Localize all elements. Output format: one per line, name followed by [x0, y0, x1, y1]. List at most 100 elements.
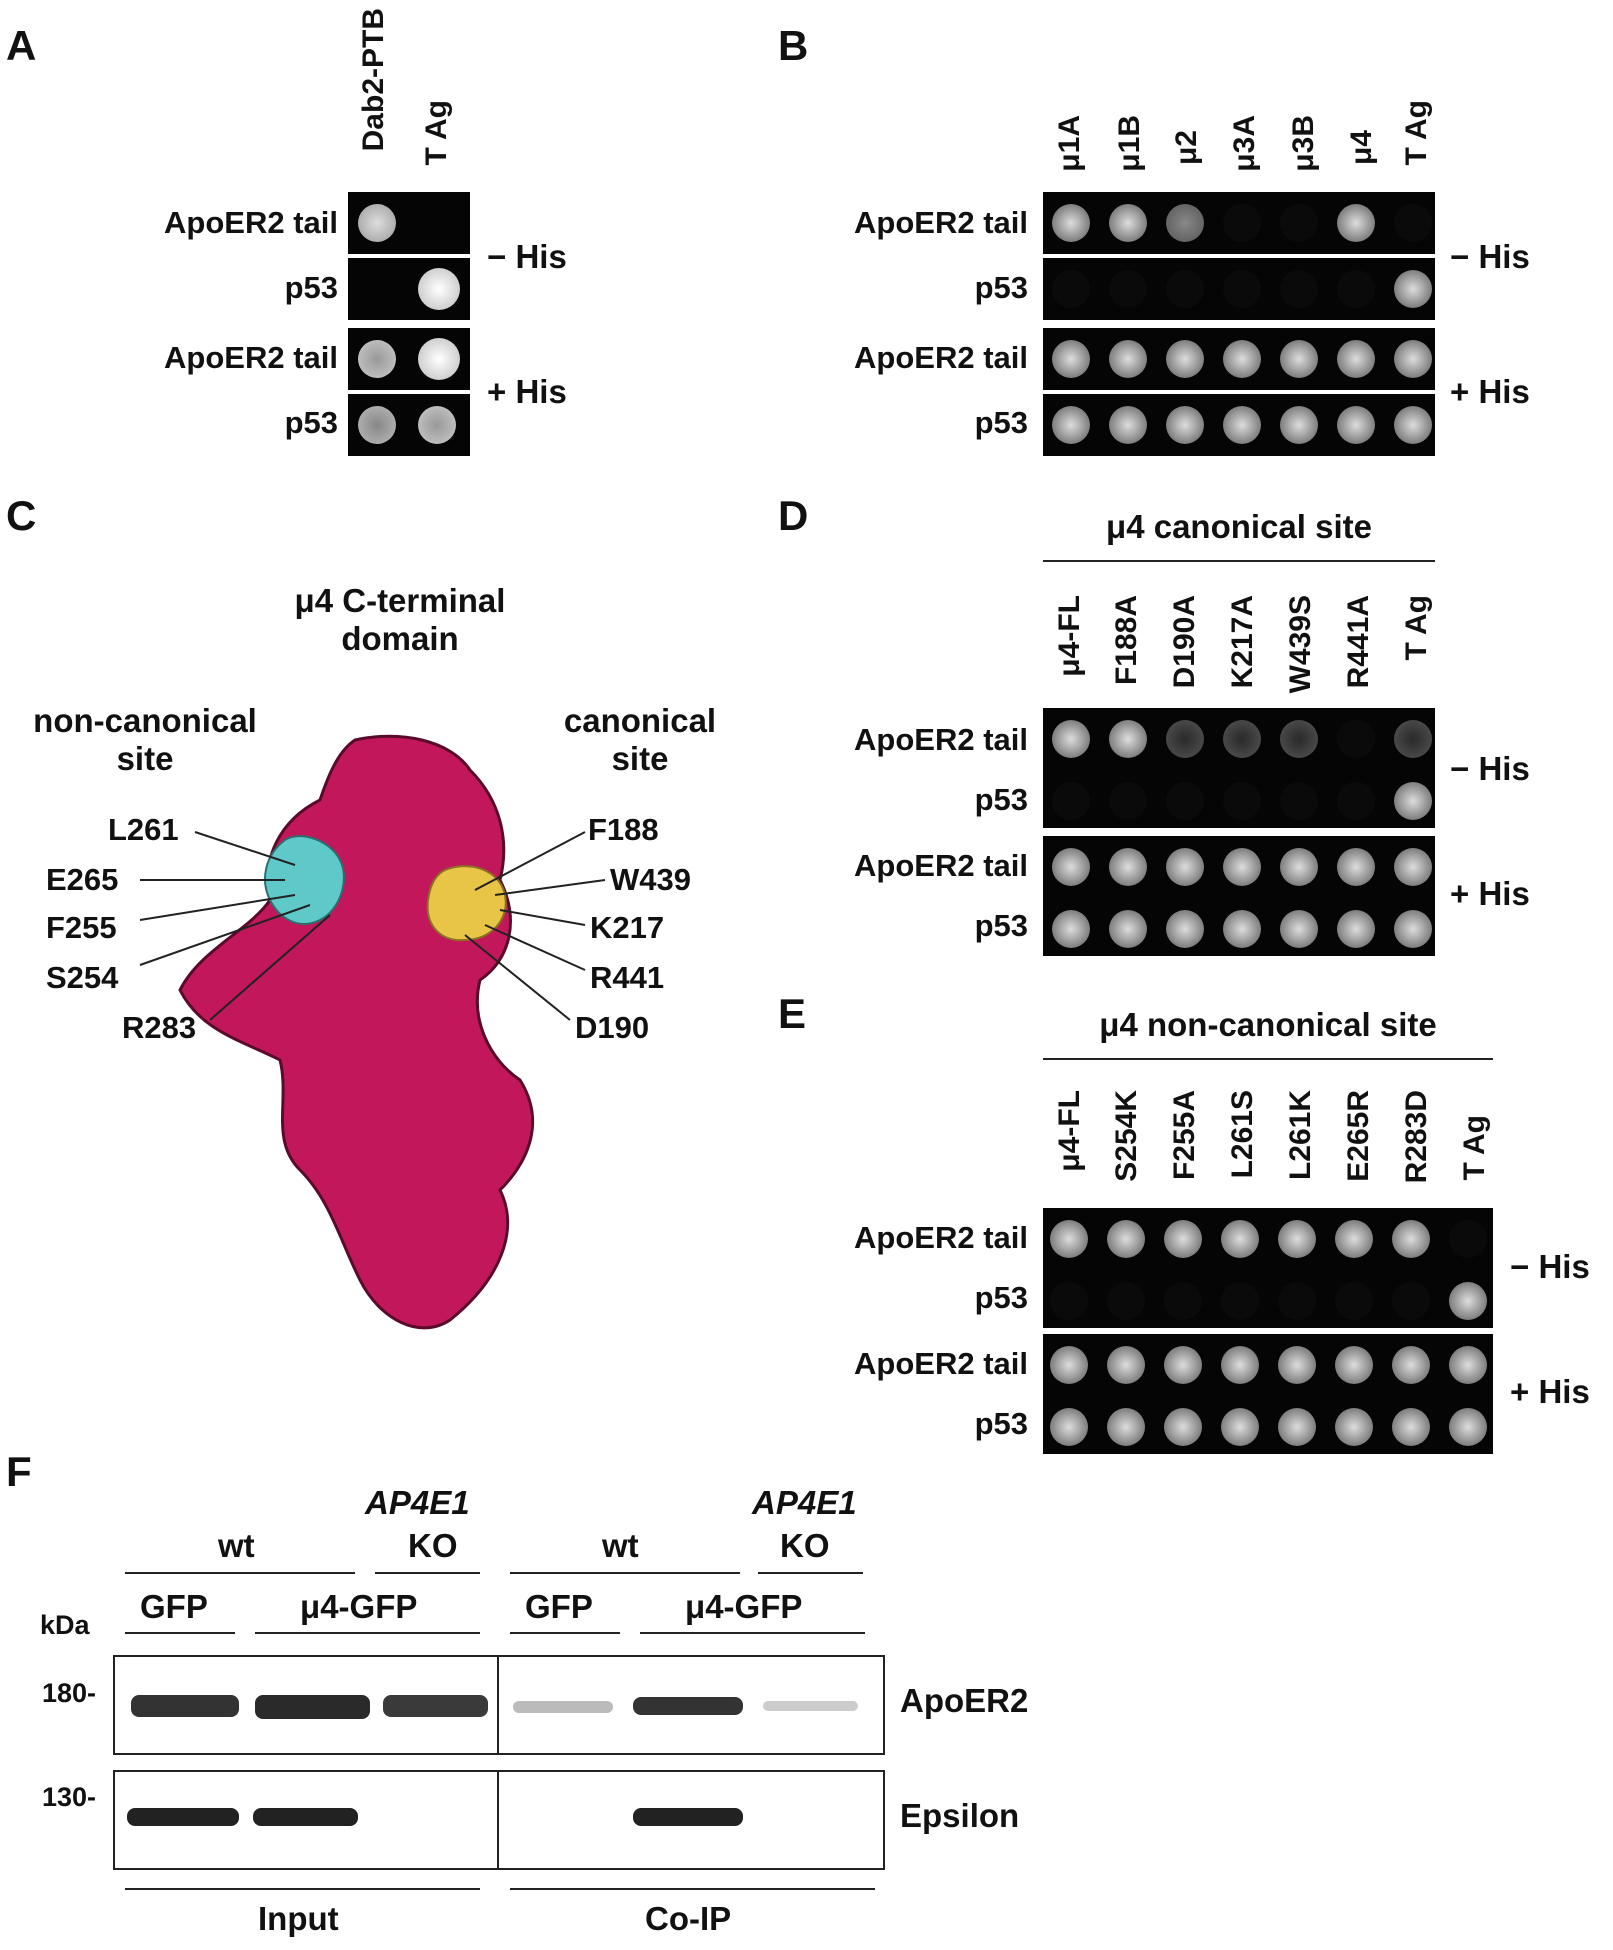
col-label: K217A — [1226, 595, 1259, 689]
mu4gfp-line-input — [255, 1632, 480, 1634]
row-label: p53 — [284, 405, 338, 440]
growth-spot — [1223, 270, 1261, 308]
row-label: p53 — [974, 1280, 1028, 1315]
row-label: p53 — [974, 908, 1028, 943]
growth-spot — [1278, 1220, 1316, 1258]
growth-spot — [1109, 848, 1147, 886]
plate-strip-d-bottom — [1043, 836, 1435, 956]
growth-spot — [1109, 406, 1147, 444]
his-minus-label: − His — [487, 238, 567, 275]
growth-spot — [1221, 1408, 1259, 1446]
ko-line-coip — [758, 1572, 863, 1574]
growth-spot — [1337, 406, 1375, 444]
canonical-site-label: canonical site — [540, 702, 740, 778]
mu4gfp-line-coip — [640, 1632, 865, 1634]
row-label: ApoER2 tail — [854, 205, 1028, 240]
col-label: T Ag — [1458, 1115, 1491, 1181]
growth-spot — [1223, 720, 1261, 758]
ap4e1-label-coip: AP4E1 — [752, 1484, 857, 1521]
growth-spot — [1109, 340, 1147, 378]
growth-spot — [1223, 204, 1261, 242]
western-blot-epsilon — [113, 1770, 885, 1870]
gfp-label-coip: GFP — [525, 1588, 593, 1625]
residue-label: K217 — [590, 910, 665, 945]
his-plus-label: + His — [1450, 875, 1530, 912]
row-label: p53 — [974, 405, 1028, 440]
row-label: ApoER2 tail — [164, 340, 338, 375]
mw-180-label: 180- — [42, 1678, 97, 1708]
gfp-line-input — [125, 1632, 235, 1634]
growth-spot — [1166, 204, 1204, 242]
panel-label-a: A — [6, 22, 37, 69]
panel-d-header: μ4 canonical site — [1106, 508, 1372, 545]
plate-strip-e-top — [1043, 1208, 1493, 1328]
col-label: μ1A — [1053, 115, 1086, 172]
growth-spot — [1052, 720, 1090, 758]
residue-label: W439 — [610, 862, 691, 897]
coip-line — [510, 1888, 875, 1890]
plate-strip — [348, 258, 470, 320]
plate-strip-b2 — [1043, 258, 1435, 320]
his-plus-label: + His — [487, 373, 567, 410]
ko-label-coip: KO — [780, 1527, 830, 1564]
panel-label-e: E — [778, 990, 807, 1037]
noncanonical-site-label: non-canonical site — [10, 702, 280, 778]
growth-spot — [1166, 910, 1204, 948]
growth-spot — [1052, 910, 1090, 948]
growth-spot — [418, 338, 460, 380]
residue-label: S254 — [46, 960, 119, 995]
growth-spot — [1052, 270, 1090, 308]
structure-title-line1: μ4 C-terminal — [294, 582, 506, 619]
his-minus-label: − His — [1510, 1248, 1590, 1285]
band-label-apoer2: ApoER2 — [900, 1682, 1029, 1719]
growth-spot — [1166, 340, 1204, 378]
growth-spot — [1394, 270, 1432, 308]
his-minus-label: − His — [1450, 750, 1530, 787]
col-label: μ4-FL — [1053, 595, 1086, 677]
growth-spot — [1394, 340, 1432, 378]
row-label: ApoER2 tail — [854, 1346, 1028, 1381]
col-label: F188A — [1110, 595, 1143, 686]
col-label: μ2 — [1170, 130, 1203, 166]
growth-spot — [1050, 1346, 1088, 1384]
gfp-line-coip — [510, 1632, 620, 1634]
col-label: E265R — [1342, 1090, 1375, 1182]
row-label: p53 — [284, 270, 338, 305]
growth-spot — [1337, 910, 1375, 948]
structure-title-line2: domain — [341, 620, 459, 657]
growth-spot — [1223, 848, 1261, 886]
growth-spot — [1166, 406, 1204, 444]
growth-spot — [1221, 1346, 1259, 1384]
col-label: μ4 — [1345, 130, 1378, 166]
growth-spot — [1050, 1282, 1088, 1320]
growth-spot — [1052, 782, 1090, 820]
growth-spot — [1394, 204, 1432, 242]
panel-label-b: B — [778, 22, 809, 69]
panel-label-c: C — [6, 492, 37, 539]
growth-spot — [1335, 1282, 1373, 1320]
col-label: T Ag — [1400, 595, 1433, 661]
growth-spot — [358, 340, 396, 378]
mu4gfp-label-input: μ4-GFP — [300, 1588, 418, 1625]
col-label: S254K — [1110, 1090, 1143, 1182]
plate-strip — [348, 328, 470, 390]
western-blot-apoer2 — [113, 1655, 885, 1755]
row-label: ApoER2 tail — [164, 205, 338, 240]
col-label: R283D — [1400, 1090, 1433, 1184]
row-label: ApoER2 tail — [854, 848, 1028, 883]
residue-label: F188 — [588, 812, 659, 847]
gfp-label-input: GFP — [140, 1588, 208, 1625]
growth-spot — [1052, 406, 1090, 444]
growth-spot — [1394, 782, 1432, 820]
protein-surface-structure — [139, 734, 606, 1330]
growth-spot — [1280, 270, 1318, 308]
growth-spot — [1337, 782, 1375, 820]
canon-line2: site — [611, 740, 669, 777]
col-label: L261S — [1226, 1090, 1259, 1179]
growth-spot — [1109, 720, 1147, 758]
wt-line-coip — [510, 1572, 740, 1574]
growth-spot — [1392, 1408, 1430, 1446]
row-label: p53 — [974, 1406, 1028, 1441]
row-label: p53 — [974, 782, 1028, 817]
wt-line-input — [125, 1572, 355, 1574]
